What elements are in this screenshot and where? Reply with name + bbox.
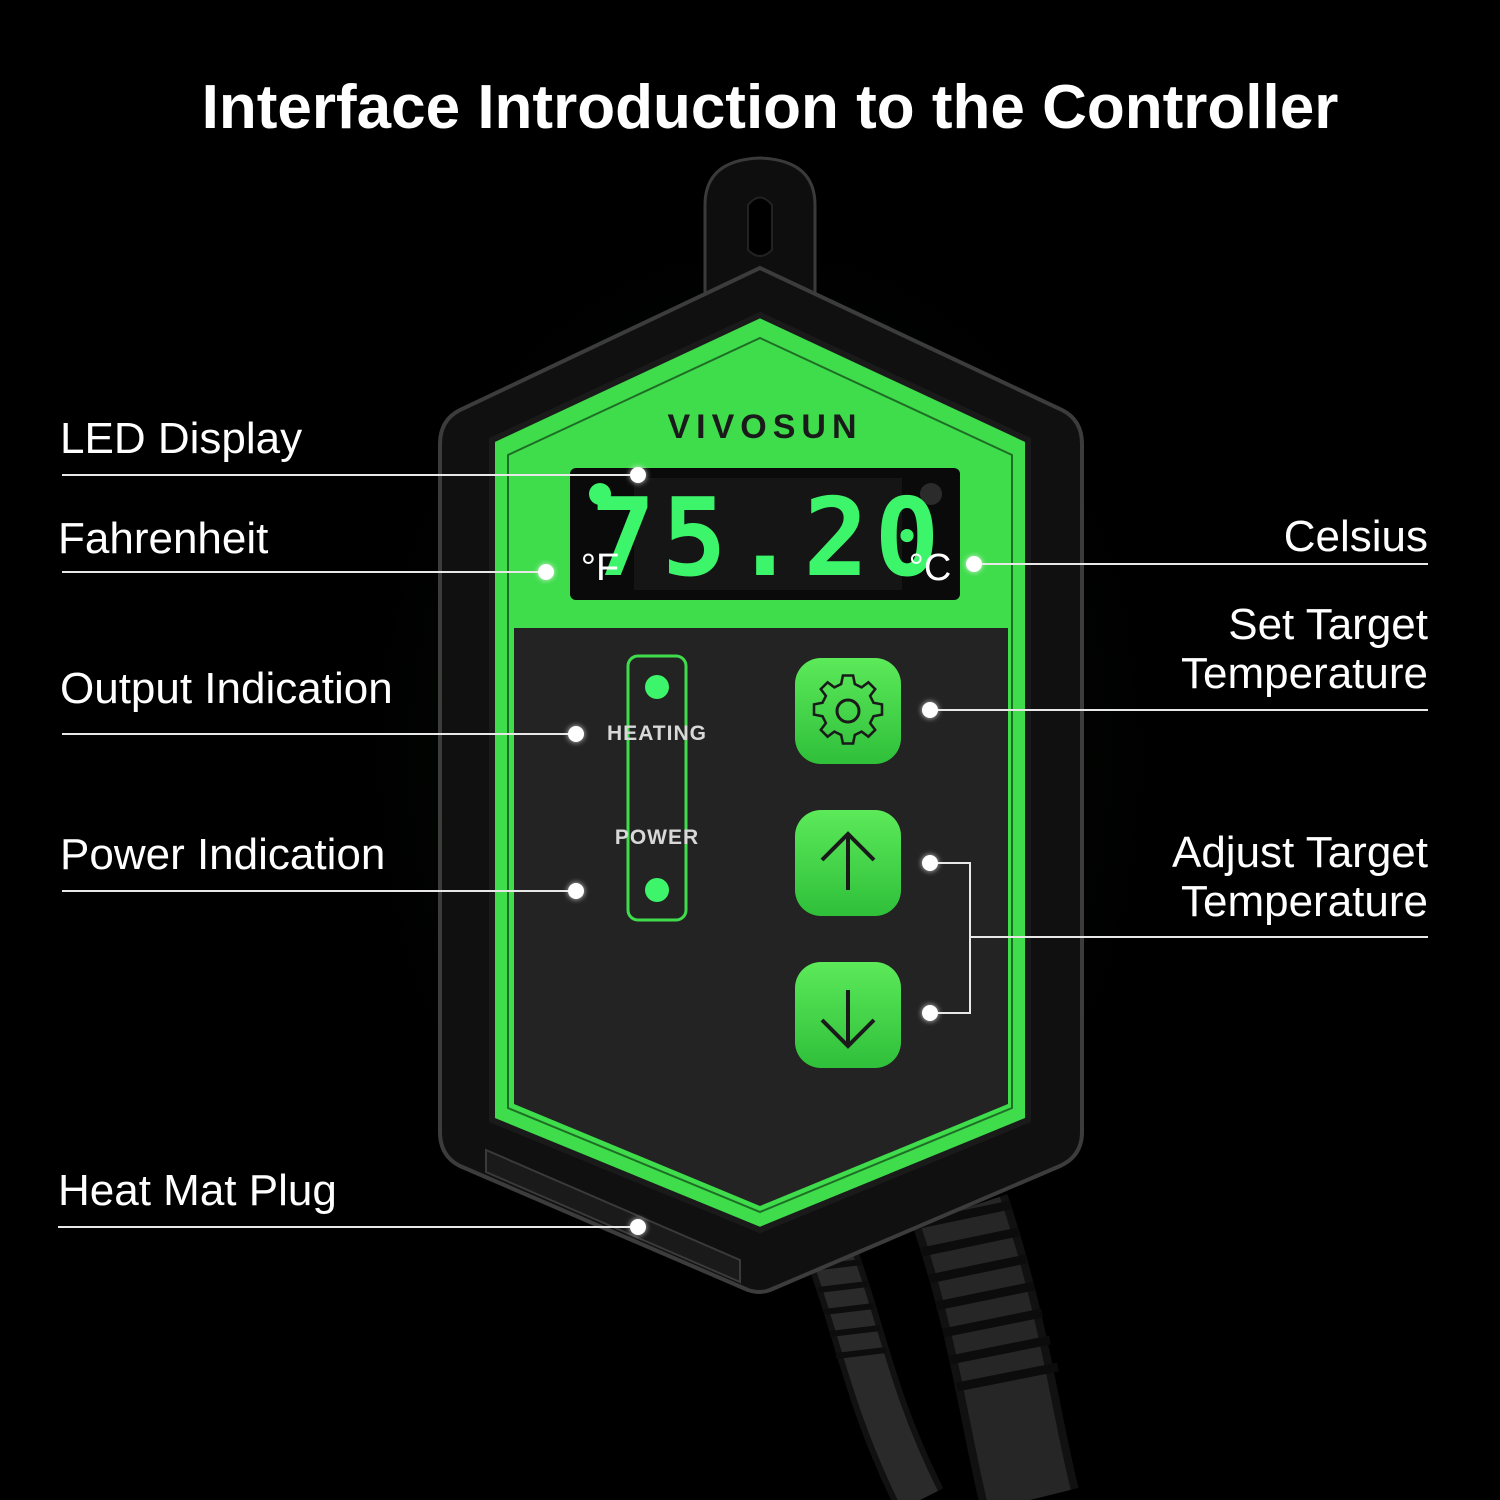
power-led xyxy=(645,878,669,902)
unit-fahrenheit: °F xyxy=(581,547,619,589)
cable-right xyxy=(912,1194,1079,1500)
temperature-readout: 75.20 xyxy=(590,476,945,601)
dot-fahrenheit xyxy=(538,564,554,580)
arrow-down-icon xyxy=(820,990,876,1049)
label-fahrenheit: Fahrenheit xyxy=(58,514,269,563)
label-adjust-target-line1: Adjust Target xyxy=(1171,828,1428,877)
label-power-indication: Power Indication xyxy=(60,830,386,879)
dot-set-target xyxy=(922,702,938,718)
label-adjust-target-line2: Temperature xyxy=(1180,877,1428,927)
arrow-up-icon xyxy=(820,831,876,890)
line-adjust-up xyxy=(930,862,970,864)
page-title: Interface Introduction to the Controller xyxy=(201,73,1339,142)
dot-celsius xyxy=(966,556,982,572)
label-led-display: LED Display xyxy=(60,414,303,463)
brand-logo: VIVOSUN xyxy=(667,408,862,446)
label-celsius: Celsius xyxy=(1283,512,1428,561)
line-set-target xyxy=(930,709,1428,711)
dot-power-indication xyxy=(568,883,584,899)
heating-label: HEATING xyxy=(607,722,707,745)
line-output-indication xyxy=(62,733,576,735)
line-led-display xyxy=(62,474,638,476)
cable-left xyxy=(805,1240,944,1500)
line-adjust-bracket xyxy=(969,862,971,1014)
dot-output-indication xyxy=(568,726,584,742)
up-button[interactable] xyxy=(795,810,901,916)
down-button[interactable] xyxy=(795,962,901,1068)
gear-icon xyxy=(812,674,884,745)
line-heat-mat-plug xyxy=(58,1226,638,1228)
label-heat-mat-plug: Heat Mat Plug xyxy=(58,1166,337,1215)
label-set-target-line1: Set Target xyxy=(1228,600,1428,649)
label-set-target-line2: Temperature xyxy=(1180,649,1428,699)
heat-mat-plug-socket xyxy=(485,1148,741,1284)
celsius-led xyxy=(920,483,942,505)
label-adjust-target: Adjust Target Temperature xyxy=(1172,828,1428,927)
indicator-strip xyxy=(626,654,688,922)
dot-led-display xyxy=(630,467,646,483)
label-set-target: Set Target Temperature xyxy=(1181,600,1428,699)
line-celsius xyxy=(974,563,1428,565)
set-button[interactable] xyxy=(795,658,901,764)
line-adjust-target xyxy=(970,936,1428,938)
heating-led xyxy=(645,675,669,699)
unit-celsius: °C xyxy=(909,547,952,589)
dot-adjust-down xyxy=(922,1005,938,1021)
line-fahrenheit xyxy=(62,571,546,573)
dot-heat-mat-plug xyxy=(630,1219,646,1235)
power-label: POWER xyxy=(615,826,699,849)
label-output-indication: Output Indication xyxy=(60,664,393,713)
dot-adjust-up xyxy=(922,855,938,871)
fahrenheit-led xyxy=(589,483,611,505)
line-power-indication xyxy=(62,890,576,892)
line-adjust-down xyxy=(930,1012,970,1014)
hang-hole xyxy=(747,196,773,257)
